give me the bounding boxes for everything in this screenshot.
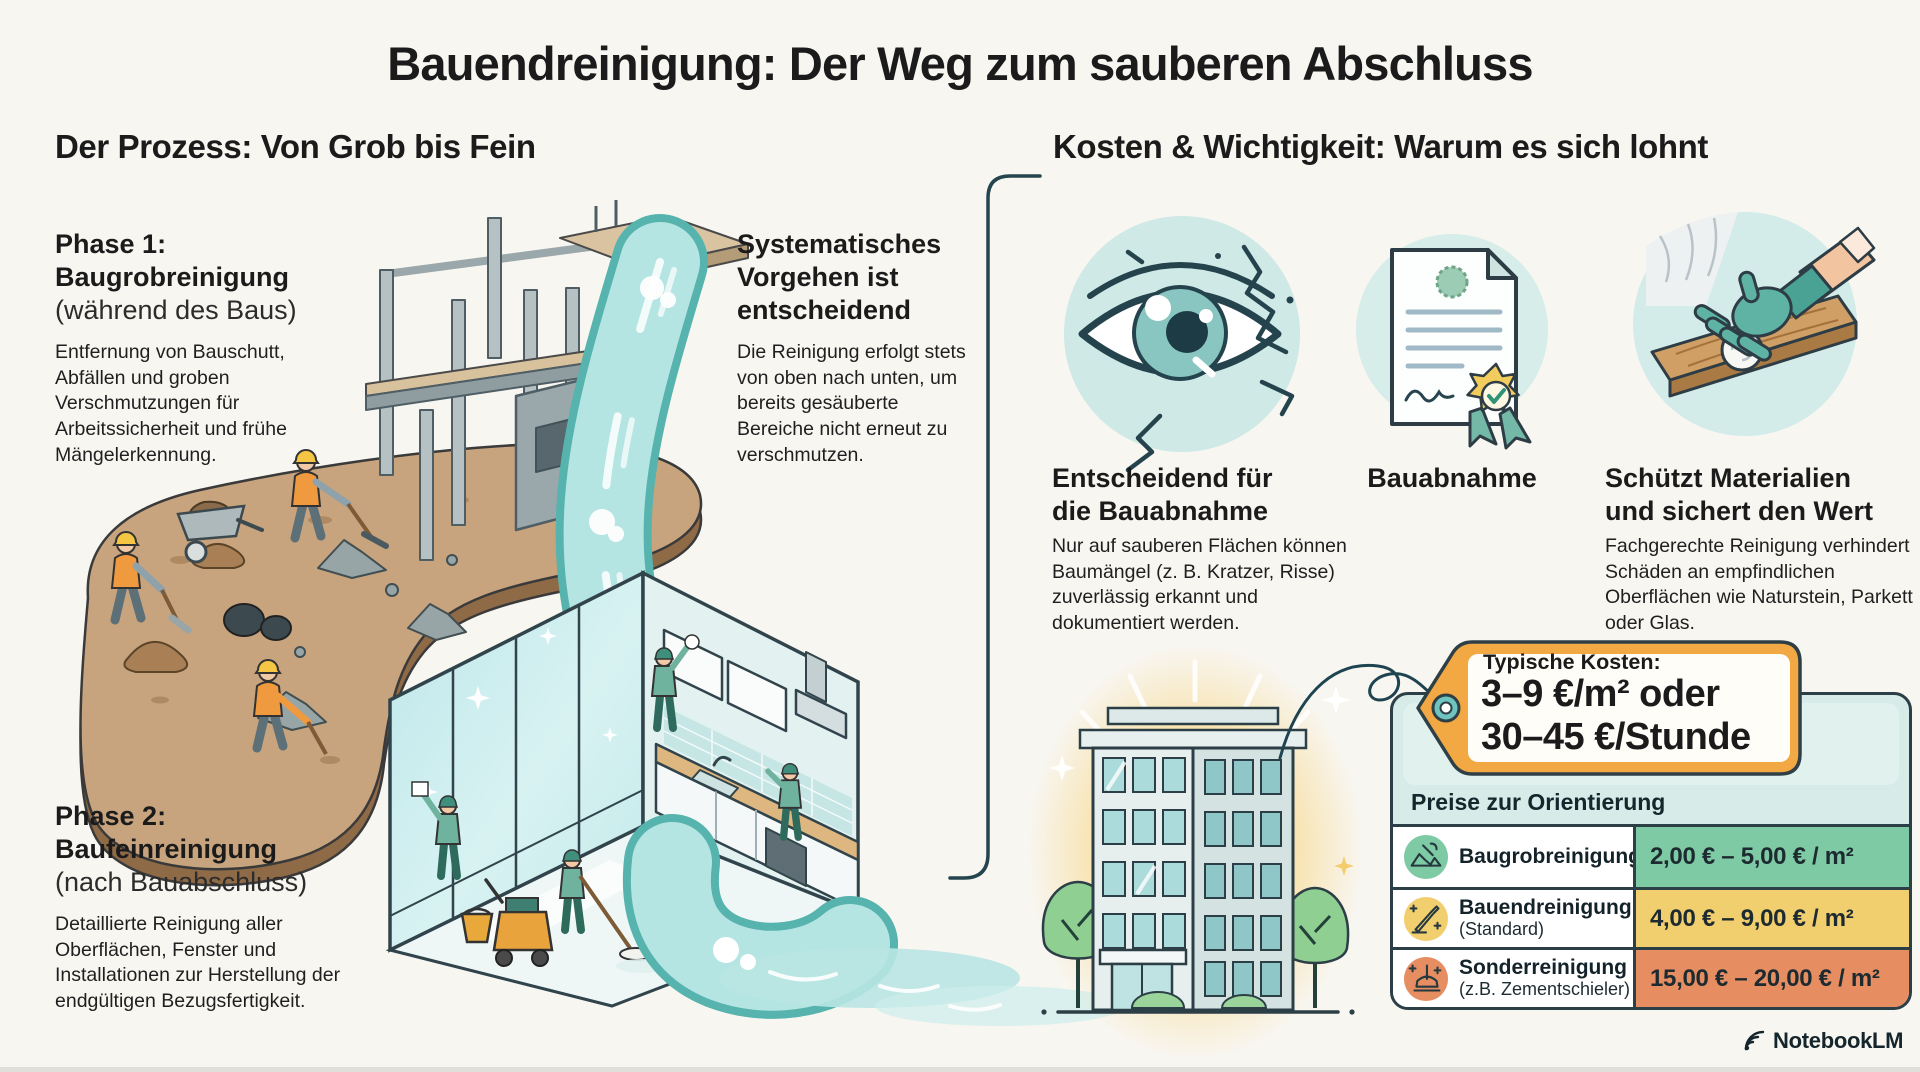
benefit-inspection-title: Entscheidend für die Bauabnahme: [1052, 463, 1273, 526]
benefit-acceptance-title: Bauabnahme: [1367, 463, 1537, 493]
kitchen: [654, 628, 860, 912]
tag-price-line1: 3–9 €/m² oder: [1481, 673, 1720, 715]
plunger-icon: [1403, 956, 1449, 1001]
benefit-materials-title: Schützt Materialien und sichert den Wert: [1605, 463, 1874, 526]
benefit-materials-body: Fachgerechte Reinigung verhindert Schäde…: [1605, 535, 1913, 635]
table-row: Baugrobreinigung 2,00 € – 5,00 € / m²: [1393, 827, 1909, 887]
construction-worker-shoveling: [112, 532, 192, 634]
certificate-icon: [1356, 234, 1548, 450]
tag-price-line2: 30–45 €/Stunde: [1481, 716, 1751, 758]
table-row: Sonderreinigung (z.B. Zementschieler) 15…: [1393, 947, 1909, 1007]
phase2-subtitle: (nach Bauabschluss): [55, 866, 308, 897]
notebooklm-icon: [1744, 1030, 1765, 1051]
ground-line: [1041, 1009, 1355, 1015]
certificate-ribbon: [1466, 362, 1532, 450]
row-sublabel: (Standard): [1459, 918, 1545, 939]
phase1-body: Entfernung von Bauschutt, Abfällen und g…: [55, 340, 287, 466]
row-price: 2,00 € – 5,00 € / m²: [1633, 827, 1909, 887]
row-label: Bauendreinigung: [1459, 896, 1632, 920]
phase2-title: Baufeinreinigung: [55, 833, 277, 864]
rubble-icon: [1403, 834, 1449, 880]
building: [1078, 706, 1308, 1012]
row-price: 4,00 € – 9,00 € / m²: [1633, 890, 1909, 947]
cleaner-mopping: [560, 850, 668, 973]
interior-room-scene: [385, 570, 863, 1008]
tag-label: Typische Kosten:: [1483, 650, 1661, 674]
kitchen-wall: [641, 570, 860, 915]
tree-left: [1041, 880, 1115, 1008]
table-row: Bauendreinigung (Standard) 4,00 € – 9,00…: [1393, 887, 1909, 947]
process-section-heading: Der Prozess: Von Grob bis Fein: [55, 128, 536, 165]
trash-bags: [223, 603, 292, 641]
trowel-icon: [1403, 896, 1449, 941]
construction-worker-bending: [254, 660, 328, 755]
costs-section-heading: Kosten & Wichtigkeit: Warum es sich lohn…: [1053, 128, 1708, 165]
clean-building-scene: [1027, 644, 1363, 1060]
phase1-label: Phase 1:: [55, 229, 167, 259]
phase1-block: Phase 1: Baugrobreinigung (während des B…: [55, 228, 367, 468]
systematic-body: Die Reinigung erfolgt stets von oben nac…: [737, 340, 966, 466]
notebooklm-wordmark: NotebookLM: [1773, 1028, 1904, 1053]
cleaning-cart: [484, 878, 554, 967]
cleaner-window: [411, 781, 460, 876]
glass-sparkles: [418, 627, 618, 802]
row-sublabel: (z.B. Zementschieler): [1459, 978, 1631, 999]
room-floor: [385, 824, 863, 1008]
tree-right: [1280, 886, 1350, 1008]
wheelbarrow: [176, 500, 264, 564]
phase1-title: Baugrobreinigung: [55, 261, 289, 292]
phase2-block: Phase 2: Baufeinreinigung (nach Bauabsch…: [55, 800, 400, 1015]
glass-wall: [388, 570, 645, 953]
eye-crack-icon: [1064, 216, 1300, 473]
cleaner-kitchen: [765, 764, 801, 838]
row-label: Baugrobreinigung: [1459, 844, 1641, 868]
bushes: [1130, 991, 1268, 1009]
phase2-label: Phase 2:: [55, 801, 167, 831]
price-table-heading: Preise zur Orientierung: [1411, 789, 1666, 815]
cleaner-wall-wiper: [652, 634, 700, 728]
glove: [1693, 226, 1876, 362]
systematic-title: Systematisches Vorgehen ist entscheidend: [737, 229, 942, 325]
dirt-texture: [151, 496, 469, 764]
sparkles: [1042, 685, 1354, 957]
building-frame: [365, 200, 749, 561]
dirt-mounds: [123, 543, 245, 673]
benefit-inspection-body: Nur auf sauberen Flächen können Baumänge…: [1052, 535, 1347, 635]
rubble-piles: [257, 539, 467, 731]
glove-wipe-icon: [1633, 212, 1876, 436]
cleaning-bucket: [460, 907, 494, 944]
row-price: 15,00 € – 20,00 € / m²: [1633, 950, 1909, 1007]
row-label: Sonderreinigung: [1459, 956, 1627, 980]
phase2-body: Detaillierte Reinigung aller Oberflächen…: [55, 912, 341, 1013]
bottom-edge-artifact: [0, 1067, 1920, 1072]
footer-brand: NotebookLM: [1742, 1028, 1904, 1054]
water-pool: [622, 814, 1125, 1026]
systematic-block: Systematisches Vorgehen ist entscheidend…: [737, 228, 989, 468]
phase1-subtitle: (während des Baus): [55, 294, 297, 325]
page-title: Bauendreinigung: Der Weg zum sauberen Ab…: [387, 37, 1533, 90]
